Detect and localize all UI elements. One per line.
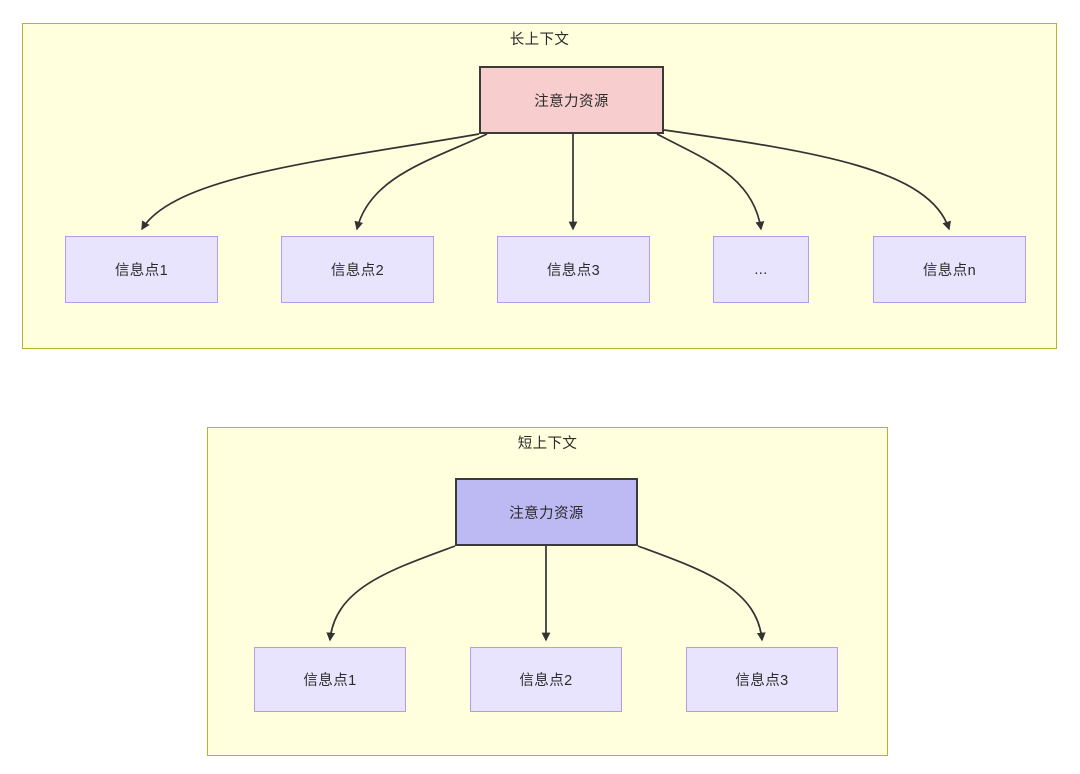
node-short-leaf-1[interactable]: 信息点1 [254,647,406,712]
node-long-leaf-n[interactable]: 信息点n [873,236,1026,303]
node-short-leaf-3-label: 信息点3 [735,673,789,689]
node-long-leaf-ellipsis[interactable]: ... [713,236,809,303]
node-long-leaf-2[interactable]: 信息点2 [281,236,434,303]
node-short-leaf-2-label: 信息点2 [519,673,573,689]
node-short-root-label: 注意力资源 [509,505,584,522]
node-short-root[interactable]: 注意力资源 [455,478,638,546]
node-long-root-label: 注意力资源 [534,93,609,110]
panel-long-context-title: 长上下文 [509,32,570,48]
node-long-root[interactable]: 注意力资源 [479,66,664,134]
node-long-leaf-3-label: 信息点3 [546,263,601,279]
node-long-leaf-ellipsis-label: ... [754,261,768,278]
node-short-leaf-1-label: 信息点1 [303,673,357,689]
node-short-leaf-2[interactable]: 信息点2 [470,647,622,712]
node-long-leaf-1[interactable]: 信息点1 [65,236,218,303]
node-long-leaf-n-label: 信息点n [922,263,977,279]
node-long-leaf-1-label: 信息点1 [114,263,169,279]
panel-short-context-title: 短上下文 [517,436,578,452]
node-short-leaf-3[interactable]: 信息点3 [686,647,838,712]
node-long-leaf-3[interactable]: 信息点3 [497,236,650,303]
node-long-leaf-2-label: 信息点2 [330,263,385,279]
